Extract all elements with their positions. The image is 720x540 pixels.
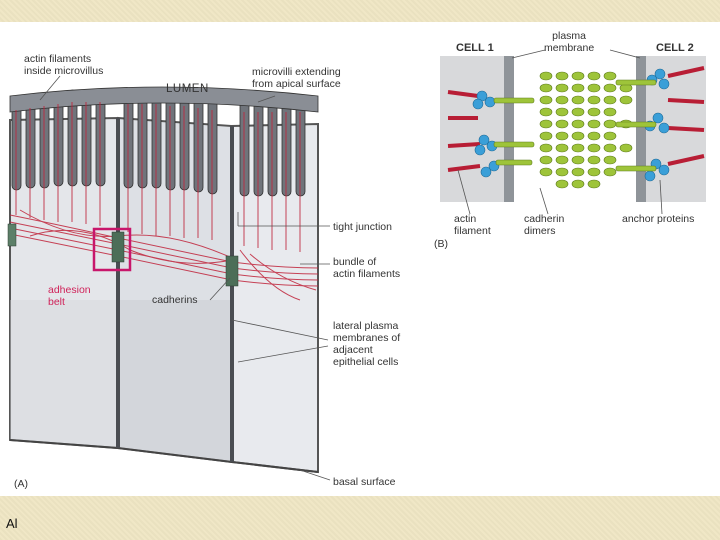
label-actin-inside-microvillus: actin filaments inside microvillus (24, 53, 104, 77)
label-tight-junction: tight junction (333, 221, 392, 233)
actin-filaments (9, 102, 319, 301)
label-anchor-proteins: anchor proteins (622, 213, 695, 225)
pointer-lines (39, 75, 331, 481)
label-cell-2: CELL 2 (656, 42, 694, 54)
label-cell-1: CELL 1 (456, 42, 494, 54)
label-bundle-actin: bundle of actin filaments (333, 256, 401, 280)
label-lateral-membranes: lateral plasma membranes of adjacent epi… (333, 320, 401, 368)
label-panel-a: (A) (14, 478, 28, 490)
label-actin-filament: actin filament (454, 213, 491, 237)
cadherin-detail-illustration (440, 49, 706, 215)
label-microvilli: microvilli extending from apical surface (252, 66, 341, 90)
label-cadherins: cadherins (152, 294, 198, 306)
junction-patches (7, 223, 239, 287)
label-lumen: LUMEN (166, 83, 209, 95)
label-plasma-membrane: plasma membrane (544, 30, 595, 54)
label-adhesion-belt: adhesion belt (48, 284, 91, 308)
label-cadherin-dimers: cadherin dimers (524, 213, 565, 237)
adhesion-belt-highlight (92, 227, 132, 272)
epithelial-cells-illustration (9, 116, 319, 474)
footer-text: Al (6, 516, 18, 531)
label-panel-b: (B) (434, 238, 448, 250)
label-basal-surface: basal surface (333, 476, 396, 488)
